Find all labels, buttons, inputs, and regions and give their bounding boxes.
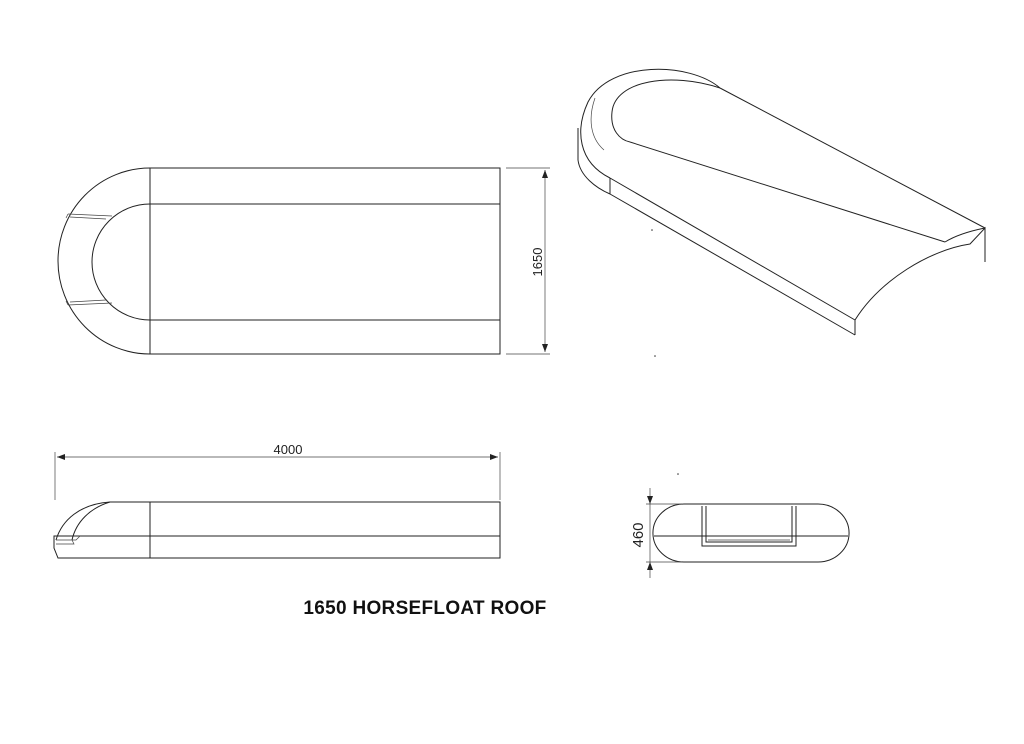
end-view: [652, 503, 850, 563]
stray-dot: [654, 355, 656, 357]
width-dimension: 1650: [506, 167, 550, 355]
drawing-title: 1650 HORSEFLOAT ROOF: [303, 598, 547, 619]
stray-dot: [677, 473, 679, 475]
isometric-view: [577, 68, 986, 336]
side-view: [53, 501, 501, 559]
width-dimension-label: 1650: [530, 248, 545, 277]
height-dimension: 460: [630, 488, 682, 578]
height-dimension-label: 460: [630, 522, 647, 547]
length-dimension: 4000: [54, 442, 501, 500]
top-view: [57, 167, 501, 355]
stray-dot: [651, 229, 653, 231]
length-dimension-label: 4000: [274, 442, 303, 457]
